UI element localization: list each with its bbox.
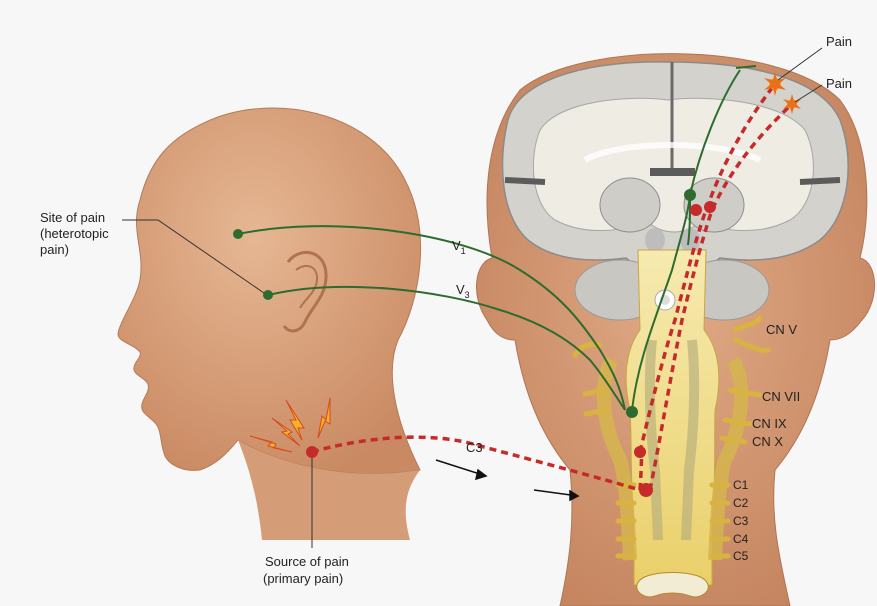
c3-direction-arrows bbox=[436, 460, 578, 500]
c4-label: C4 bbox=[733, 532, 749, 546]
c3-path-label: C3 bbox=[466, 440, 483, 455]
c1-label: C1 bbox=[733, 478, 749, 492]
pain-label-1: Pain bbox=[826, 34, 852, 49]
site-of-pain-label-line-2: (heterotopic bbox=[40, 226, 109, 241]
c2-label: C2 bbox=[733, 496, 749, 510]
site-of-pain-label-line-1: Site of pain bbox=[40, 210, 105, 225]
source-of-pain-label-line-2: (primary pain) bbox=[263, 571, 343, 586]
profile-head bbox=[118, 108, 421, 540]
cn-v-label: CN V bbox=[766, 322, 797, 337]
v3-label: V3 bbox=[456, 282, 470, 300]
source-of-pain-dot bbox=[306, 446, 318, 458]
trigeminal-nucleus-dot bbox=[626, 406, 638, 418]
source-of-pain-label-line-1: Source of pain bbox=[265, 554, 349, 569]
cn-x-label: CN X bbox=[752, 434, 783, 449]
cn-ix-label: CN IX bbox=[752, 416, 787, 431]
site-of-pain-label-line-3: pain) bbox=[40, 242, 69, 257]
c5-label: C5 bbox=[733, 549, 749, 563]
pain-label-2: Pain bbox=[826, 76, 852, 91]
c3-label: C3 bbox=[733, 514, 749, 528]
site-of-pain-v3-dot bbox=[263, 290, 273, 300]
cn-vii-label: CN VII bbox=[762, 389, 800, 404]
thalamus-red-dot-1 bbox=[690, 204, 702, 216]
brainstem-red-dot bbox=[634, 446, 646, 458]
thalamus-green-dot bbox=[684, 189, 696, 201]
thalamus-red-dot-2 bbox=[704, 201, 716, 213]
c3-synapse-dot bbox=[639, 483, 653, 497]
site-of-pain-v1-dot bbox=[233, 229, 243, 239]
v1-label: V1 bbox=[452, 238, 466, 256]
